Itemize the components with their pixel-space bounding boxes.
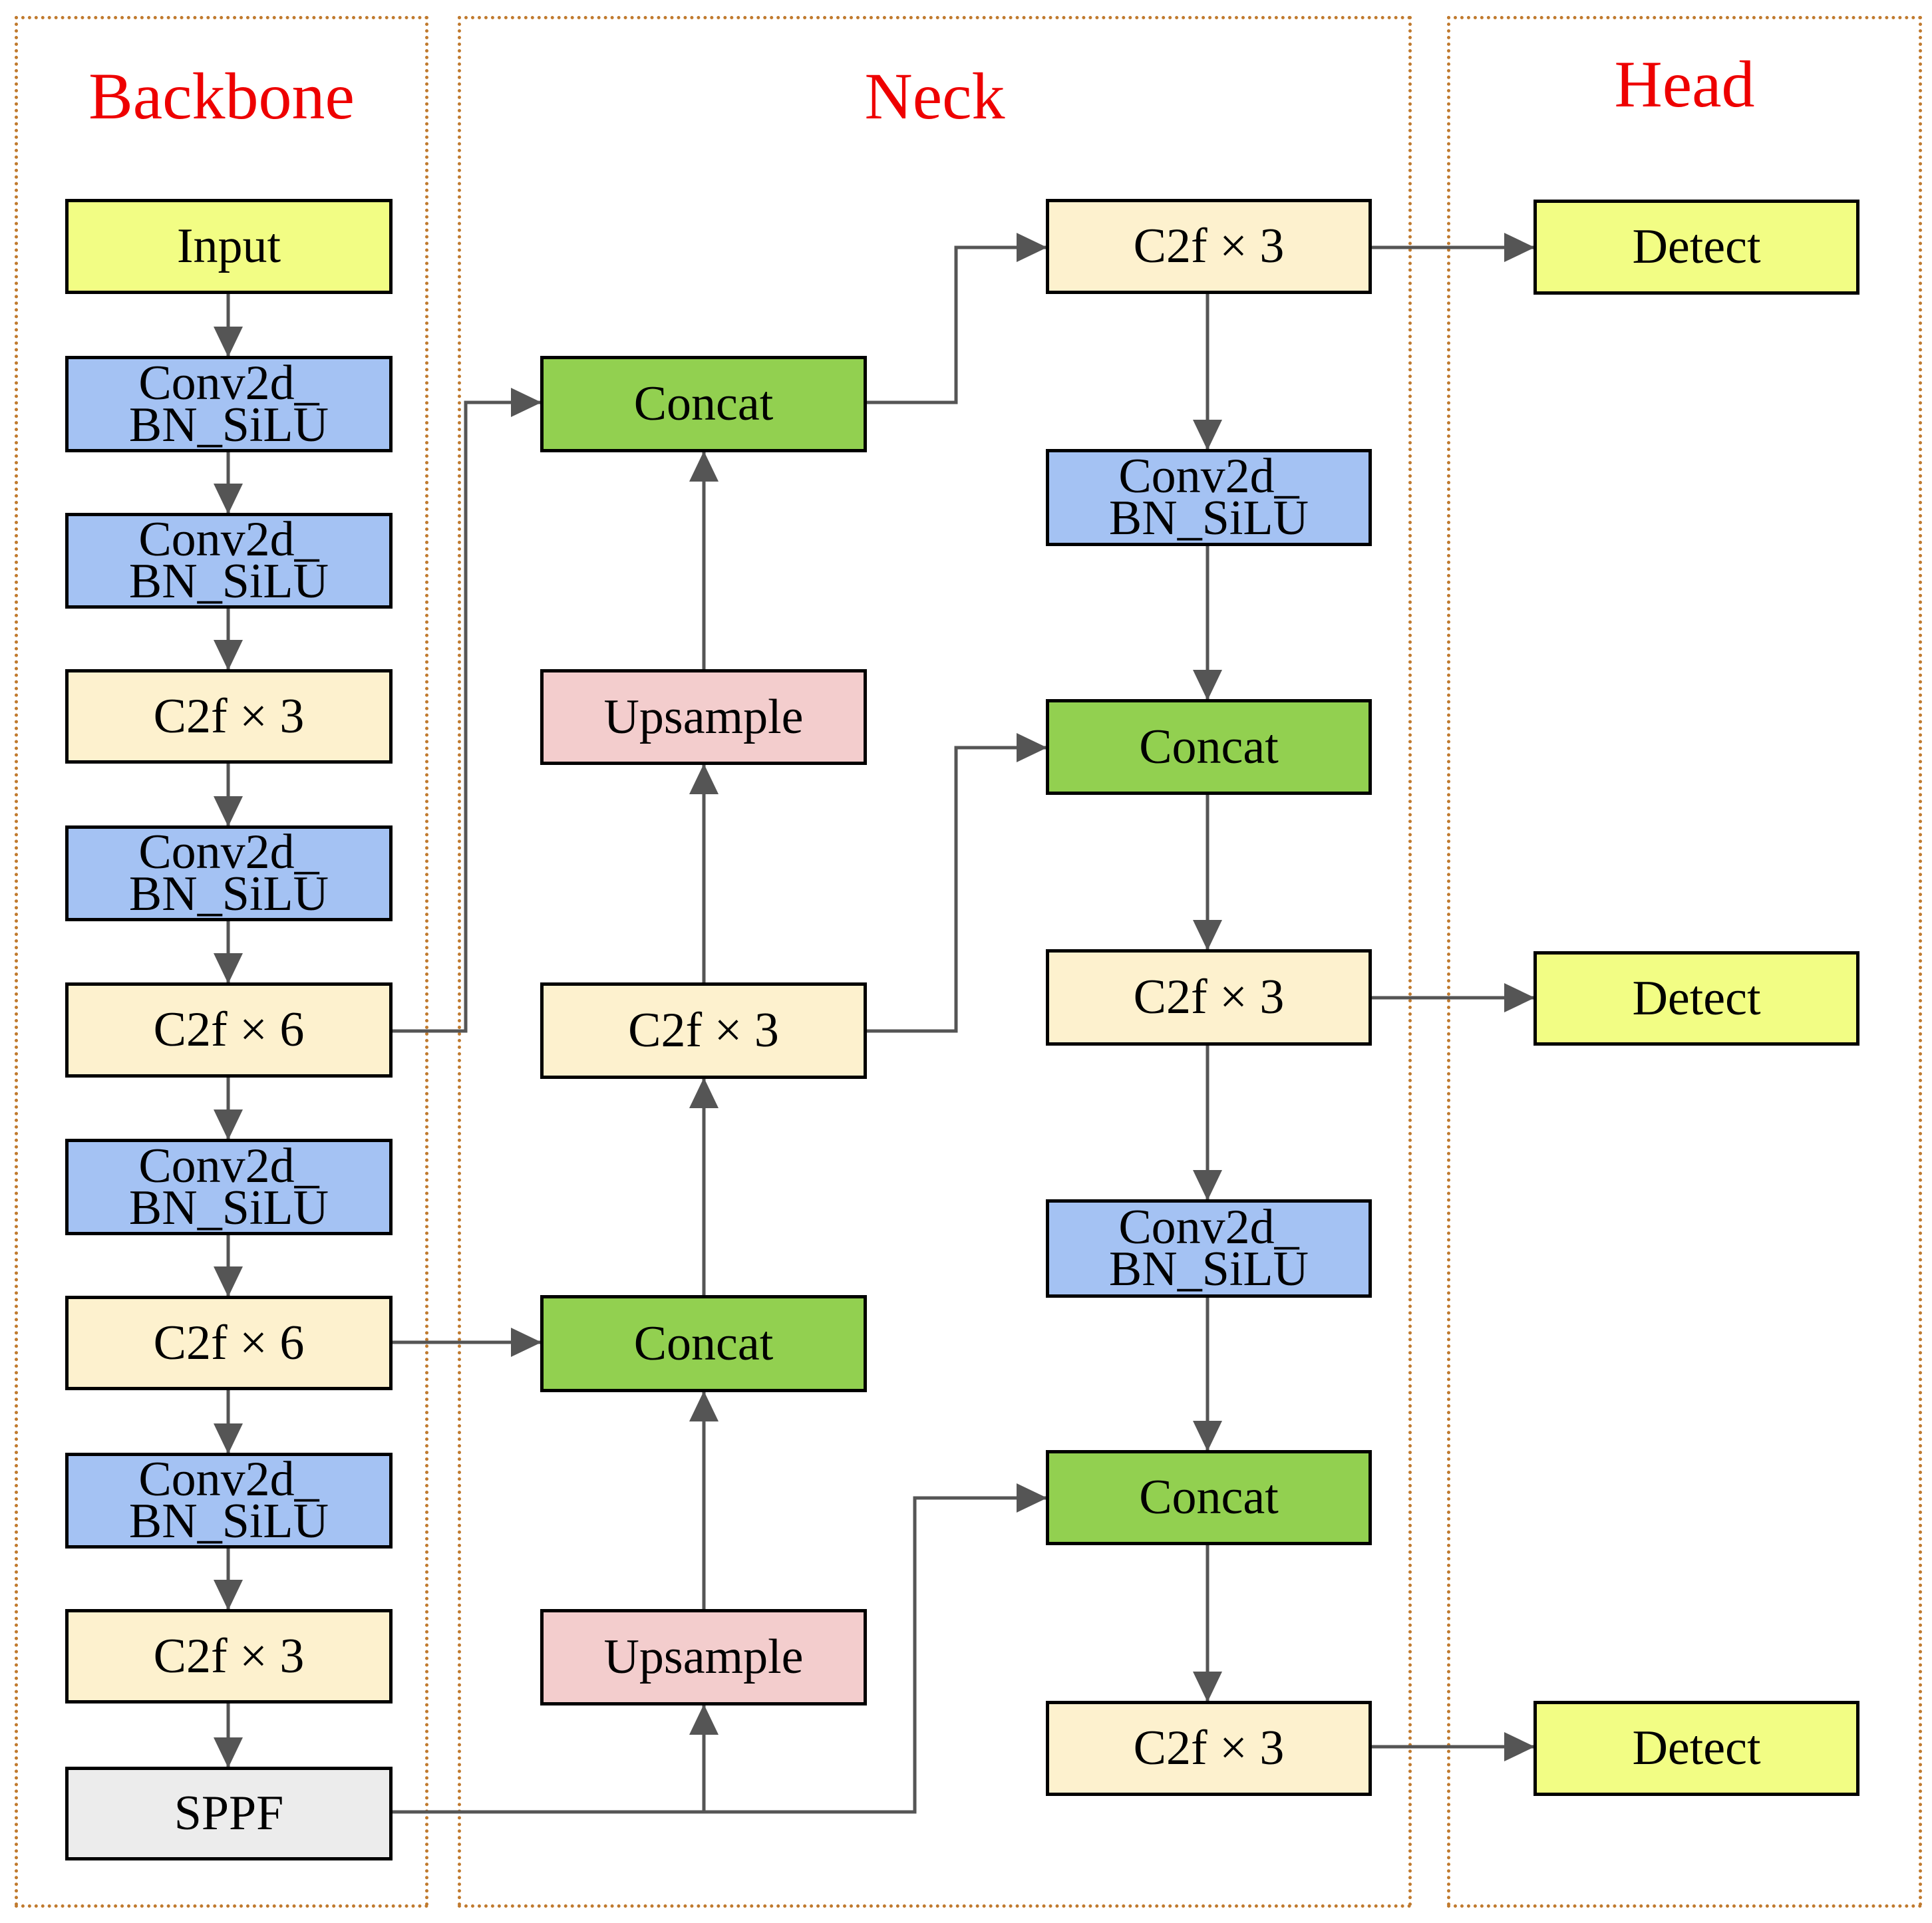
- arrow-sppf-to-concat4: [704, 1483, 1047, 1814]
- head-section: Head: [1447, 16, 1922, 1908]
- concat-block-1: Concat: [540, 356, 867, 452]
- arrow-c2f1-to-concat3: [867, 733, 1047, 1033]
- arrow-concat1-to-c2f-out1: [867, 233, 1047, 404]
- c2f-label-1: C2f × 3: [153, 688, 305, 744]
- input-block: Input: [65, 199, 393, 294]
- c2f-label-2: C2f × 6: [153, 1002, 305, 1058]
- neck-c2f-label-1: C2f × 3: [628, 1003, 779, 1058]
- c2f-label-4: C2f × 3: [153, 1628, 305, 1684]
- backbone-title: Backbone: [88, 59, 355, 133]
- c2f-block-3: C2f × 6: [65, 1296, 393, 1390]
- neck-c2f-block-1: C2f × 3: [540, 982, 867, 1079]
- conv-block-4: Conv2d_ BN_SiLU: [65, 1139, 393, 1235]
- upsample-block-2: Upsample: [540, 1609, 867, 1705]
- conv-label-2: Conv2d_ BN_SiLU: [128, 512, 329, 609]
- arrow-c2f2-to-concat1: [393, 388, 542, 1033]
- input-label: Input: [176, 219, 281, 274]
- neck-conv-block-1: Conv2d_ BN_SiLU: [1046, 449, 1372, 546]
- neck-c2f-out-block-1: C2f × 3: [1046, 199, 1372, 294]
- detect-block-2: Detect: [1533, 951, 1859, 1046]
- c2f-block-4: C2f × 3: [65, 1609, 393, 1703]
- neck-conv-label-1: Conv2d_ BN_SiLU: [1108, 449, 1309, 545]
- neck-conv-label-2: Conv2d_ BN_SiLU: [1108, 1200, 1309, 1296]
- conv-block-5: Conv2d_ BN_SiLU: [65, 1453, 393, 1549]
- concat-label-2: Concat: [633, 1316, 774, 1371]
- sppf-label: SPPF: [174, 1786, 284, 1841]
- neck-c2f-out-block-3: C2f × 3: [1046, 1701, 1372, 1796]
- c2f-block-1: C2f × 3: [65, 669, 393, 764]
- sppf-block: SPPF: [65, 1767, 393, 1860]
- concat-label-1: Concat: [633, 376, 774, 432]
- upsample-label-2: Upsample: [603, 1630, 804, 1685]
- neck-title: Neck: [864, 59, 1005, 133]
- neck-c2f-out-block-2: C2f × 3: [1046, 949, 1372, 1046]
- conv-label-5: Conv2d_ BN_SiLU: [128, 1452, 329, 1549]
- upsample-label-1: Upsample: [603, 689, 804, 744]
- c2f-block-2: C2f × 6: [65, 982, 393, 1078]
- detect-label-1: Detect: [1632, 220, 1761, 275]
- detect-block-1: Detect: [1533, 200, 1859, 295]
- neck-c2f-out-label-1: C2f × 3: [1133, 219, 1285, 274]
- upsample-block-1: Upsample: [540, 669, 867, 765]
- neck-c2f-out-label-2: C2f × 3: [1133, 970, 1285, 1025]
- arrow-sppf-to-upsample2: [393, 1704, 719, 1814]
- c2f-label-3: C2f × 6: [153, 1315, 305, 1370]
- head-title: Head: [1614, 47, 1755, 121]
- concat-label-4: Concat: [1139, 1470, 1279, 1525]
- conv-label-4: Conv2d_ BN_SiLU: [128, 1138, 329, 1235]
- neck-c2f-out-label-3: C2f × 3: [1133, 1721, 1285, 1776]
- backbone-section: Backbone: [15, 16, 428, 1908]
- concat-label-3: Concat: [1139, 719, 1279, 774]
- conv-label-3: Conv2d_ BN_SiLU: [128, 825, 329, 921]
- conv-block-3: Conv2d_ BN_SiLU: [65, 825, 393, 921]
- neck-section: Neck: [458, 16, 1412, 1908]
- detect-block-3: Detect: [1533, 1701, 1859, 1796]
- conv-block-1: Conv2d_ BN_SiLU: [65, 356, 393, 452]
- detect-label-2: Detect: [1632, 970, 1761, 1026]
- conv-label-1: Conv2d_ BN_SiLU: [128, 355, 329, 452]
- neck-conv-block-2: Conv2d_ BN_SiLU: [1046, 1199, 1372, 1298]
- conv-block-2: Conv2d_ BN_SiLU: [65, 513, 393, 609]
- detect-label-3: Detect: [1632, 1721, 1761, 1776]
- concat-block-3: Concat: [1046, 699, 1372, 795]
- concat-block-2: Concat: [540, 1295, 867, 1392]
- concat-block-4: Concat: [1046, 1450, 1372, 1545]
